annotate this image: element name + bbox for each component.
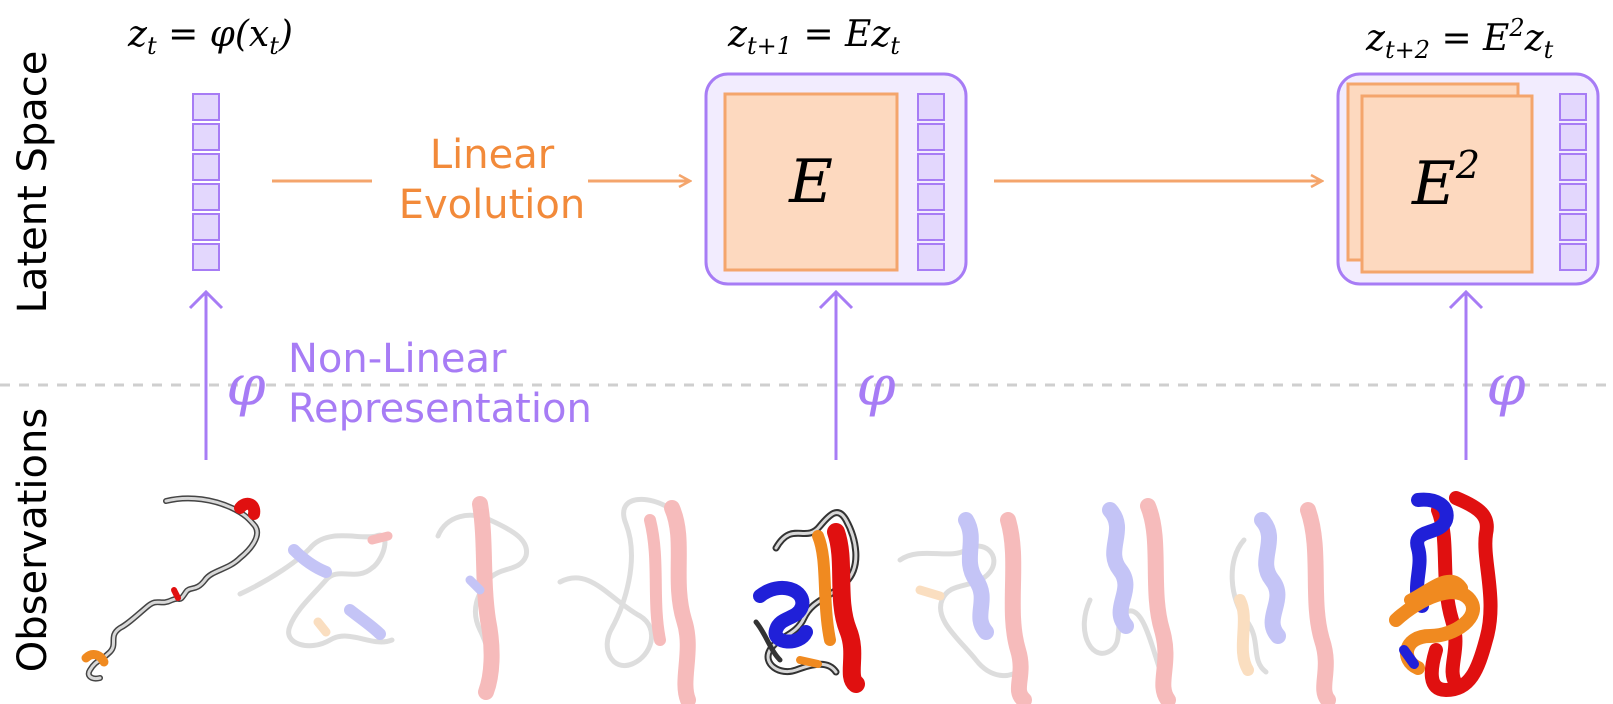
operator-e2-square [1360, 94, 1534, 274]
latent-cell [1559, 183, 1587, 211]
latent-cell [1559, 93, 1587, 121]
protein-structure-7 [1081, 498, 1176, 704]
protein-structure-8 [1229, 502, 1336, 704]
latent-space-label: Latent Space [10, 51, 56, 314]
observations-label: Observations [10, 408, 56, 672]
linear-evolution-line2: Evolution [399, 182, 586, 228]
latent-cell [917, 213, 945, 241]
latent-vector-3 [1559, 93, 1587, 271]
nonlinear-representation-line2: Representation [288, 386, 592, 432]
phi-arrow-1 [188, 289, 224, 460]
latent-vector-2 [917, 93, 945, 271]
latent-cell [192, 123, 220, 151]
latent-cell [917, 153, 945, 181]
operator-e-label: E [788, 147, 833, 217]
phi-symbol-2: φ [856, 354, 895, 419]
protein-structure-3 [435, 496, 529, 700]
formula-z-t: zt = φ(xt) [127, 14, 293, 60]
phi-symbol-1: φ [226, 354, 265, 419]
phi-symbol-3: φ [1486, 354, 1525, 419]
latent-cell [1559, 153, 1587, 181]
phi-arrow-2 [818, 289, 854, 460]
formula-z-t-plus-2: zt+2 = E2zt [1365, 14, 1554, 64]
latent-cell [192, 243, 220, 271]
latent-cell [1559, 243, 1587, 271]
latent-cell [917, 93, 945, 121]
operator-e2-label: E2 [1411, 143, 1480, 219]
nonlinear-representation-line1: Non-Linear [288, 336, 507, 382]
latent-vector-1 [192, 93, 220, 271]
formula-z-t-plus-1: zt+1 = Ezt [727, 14, 900, 60]
linear-evolution-line1: Linear [430, 132, 555, 178]
latent-cell [192, 213, 220, 241]
latent-cell [917, 123, 945, 151]
latent-cell [192, 93, 220, 121]
protein-structure-9 [1389, 491, 1498, 697]
latent-cell [1559, 213, 1587, 241]
protein-structure-4 [557, 496, 696, 704]
operator-e-square [723, 92, 899, 272]
protein-structure-6 [897, 512, 1032, 704]
protein-structure-2 [237, 531, 395, 649]
latent-cell [192, 153, 220, 181]
latent-cell [917, 243, 945, 271]
protein-structure-5 [753, 509, 865, 693]
latent-cell [917, 183, 945, 211]
phi-arrow-3 [1448, 289, 1484, 460]
latent-box-3: E2 [1336, 72, 1600, 286]
latent-cell [192, 183, 220, 211]
latent-box-2: E [704, 72, 968, 286]
latent-cell [1559, 123, 1587, 151]
protein-structure-1 [81, 495, 261, 682]
